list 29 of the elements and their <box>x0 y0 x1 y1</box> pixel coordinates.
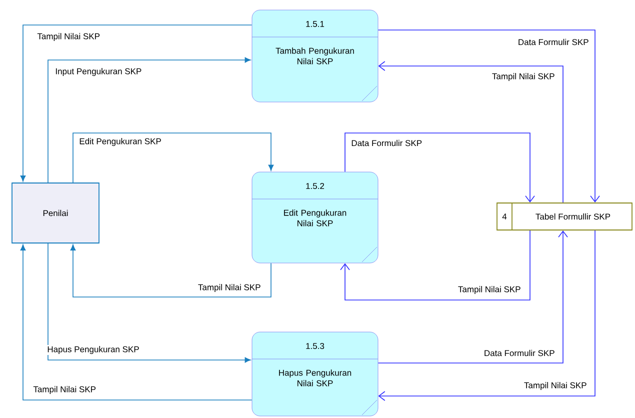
process-box: 1.5.2 Edit Pengukuran Nilai SKP <box>252 172 378 264</box>
data-store-box: 4 Tabel Formullir SKP <box>496 202 632 230</box>
arrow <box>48 243 251 363</box>
edge-label: Tampil Nilai SKP <box>36 32 102 42</box>
arrow <box>20 244 252 400</box>
edge-label: Tampil Nilai SKP <box>32 385 98 395</box>
edge-label: Tampil Nilai SKP <box>196 283 262 293</box>
edge-label: Input Pengukuran SKP <box>54 67 143 77</box>
edge-label: Tampil Nilai SKP <box>490 72 556 82</box>
edge-label: Edit Pengukuran SKP <box>78 137 162 147</box>
process-box: 1.5.1 Tambah Pengukuran Nilai SKP <box>252 10 378 102</box>
arrow <box>378 230 568 364</box>
arrow <box>344 132 535 203</box>
edge-label: Data Formulir SKP <box>482 348 556 358</box>
arrow <box>48 57 251 183</box>
arrow <box>20 24 252 182</box>
edge-label: Hapus Pengukuran SKP <box>46 345 140 355</box>
entity-box: Penilai <box>12 182 100 244</box>
edge-label: Tampil Nilai SKP <box>522 381 588 391</box>
arrow <box>72 132 274 183</box>
edge-label: Data Formulir SKP <box>350 138 424 148</box>
process-box: 1.5.3 Hapus Pengukuran Nilai SKP <box>252 332 378 416</box>
arrow <box>378 30 600 203</box>
arrow <box>340 230 530 300</box>
edge-label: Tampil Nilai SKP <box>456 285 522 295</box>
arrow <box>70 244 272 298</box>
arrow <box>378 230 596 401</box>
edge-label: Data Formulir SKP <box>516 38 590 46</box>
arrow <box>378 61 564 203</box>
